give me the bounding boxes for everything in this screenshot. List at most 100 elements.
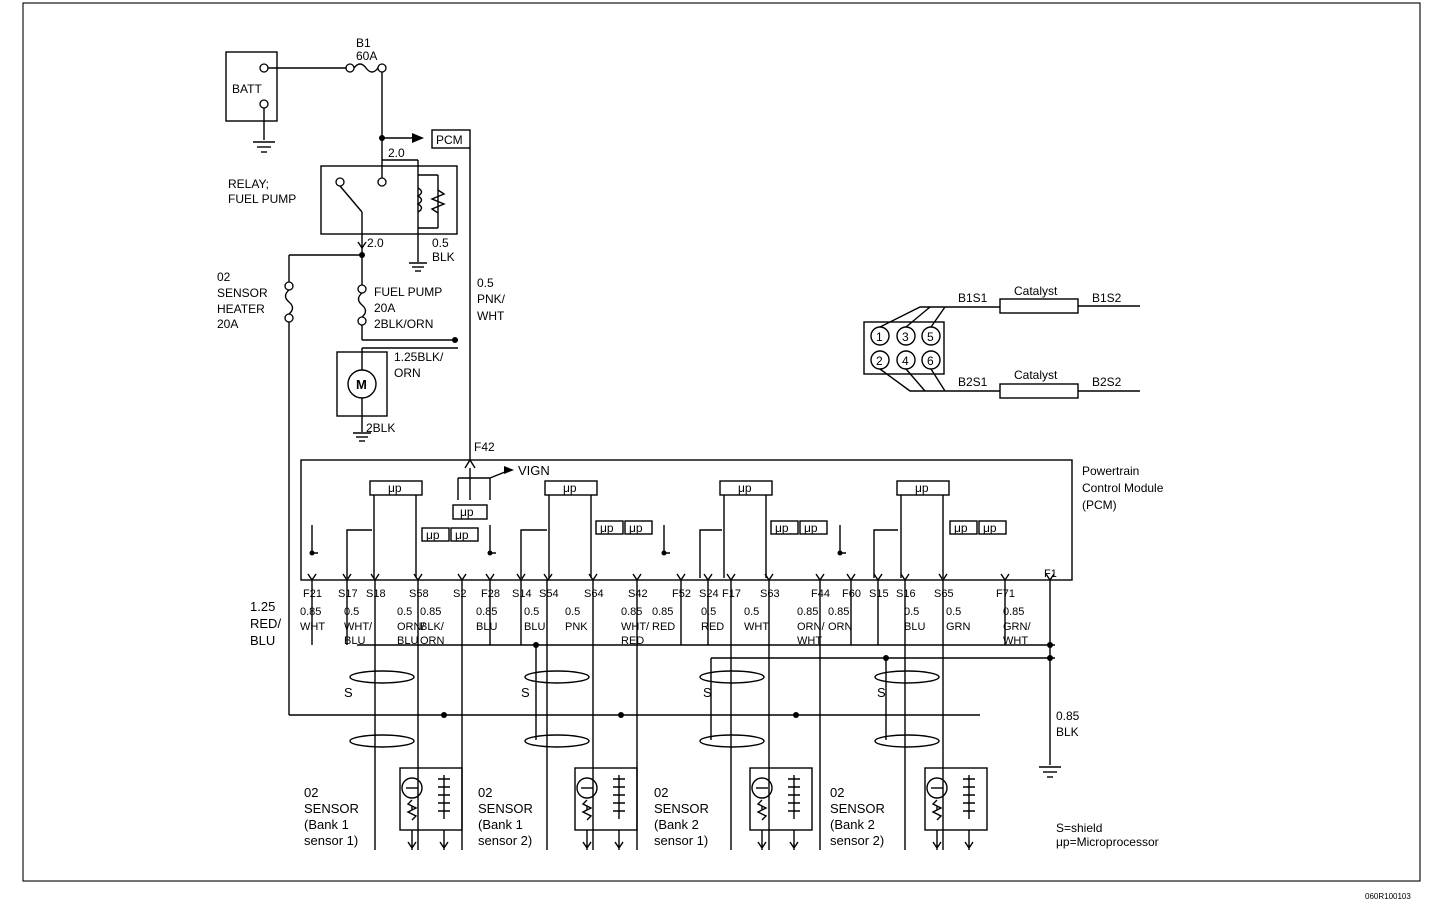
svg-text:6: 6 bbox=[927, 354, 934, 368]
pin-connector bbox=[726, 573, 736, 582]
pin-label: S18 bbox=[366, 588, 386, 600]
microprocessor-label: μp bbox=[388, 481, 402, 495]
wire-color: ORN/ bbox=[797, 621, 825, 633]
svg-text:2BLK/ORN: 2BLK/ORN bbox=[374, 317, 433, 331]
pin-s16: S16 bbox=[896, 573, 916, 600]
svg-text:2: 2 bbox=[876, 354, 883, 368]
wire-color: WHT/ bbox=[621, 621, 650, 633]
pin-connector bbox=[873, 573, 883, 582]
microprocessor-label: μp bbox=[455, 528, 469, 542]
shield-ellipse bbox=[699, 734, 765, 748]
microprocessor-box bbox=[450, 527, 479, 542]
pcm-processor-block: μp bbox=[369, 480, 423, 578]
svg-text:02: 02 bbox=[217, 270, 231, 284]
pcm-ground-stub bbox=[311, 525, 318, 554]
ground-wire-label: 0.85 BLK bbox=[1056, 709, 1080, 739]
wire-color: GRN/ bbox=[1003, 621, 1031, 633]
pin-connector bbox=[1045, 573, 1055, 582]
pin-connector bbox=[543, 573, 553, 582]
pin-s2: S2 bbox=[453, 573, 467, 600]
svg-text:Control Module: Control Module bbox=[1082, 481, 1164, 495]
pcm-processor-block: μp bbox=[544, 480, 598, 578]
relay-in-wire-label: 2.0 bbox=[388, 146, 405, 160]
pin-f1: F1 bbox=[1044, 568, 1057, 582]
pcm-input-loop bbox=[520, 529, 547, 578]
catalyst-bank-1: B1S1 Catalyst B1S2 bbox=[958, 284, 1140, 314]
svg-text:0.5: 0.5 bbox=[477, 276, 494, 290]
microprocessor-label: μp bbox=[629, 521, 643, 535]
svg-text:Catalyst: Catalyst bbox=[1014, 284, 1058, 298]
wire-size: 0.5 bbox=[397, 606, 412, 618]
svg-text:PNK/: PNK/ bbox=[477, 292, 506, 306]
svg-text:FUEL PUMP: FUEL PUMP bbox=[228, 192, 296, 206]
svg-text:S=shield: S=shield bbox=[1056, 821, 1102, 835]
pcm-ground-stub bbox=[663, 525, 670, 554]
wire-size: 0.5 bbox=[946, 606, 961, 618]
wire-color: ORN/ bbox=[397, 621, 425, 633]
wire-color: RED bbox=[621, 635, 644, 647]
pin-s64: S64 bbox=[584, 573, 604, 600]
svg-text:VIGN: VIGN bbox=[518, 463, 550, 478]
pin-s17: S17 bbox=[338, 573, 358, 600]
sensor-label-line: sensor 1) bbox=[654, 833, 708, 848]
pin-label: S16 bbox=[896, 588, 916, 600]
sensor-pin bbox=[582, 830, 592, 850]
pin-s63: S63 bbox=[760, 573, 780, 600]
heater-common-label: 1.25 RED/ BLU bbox=[250, 599, 281, 648]
pin-label: S54 bbox=[539, 588, 559, 600]
sensor-label-line: SENSOR bbox=[830, 801, 885, 816]
microprocessor-label: μp bbox=[983, 521, 997, 535]
pcm-driver-block: μp bbox=[595, 520, 624, 535]
microprocessor-box bbox=[719, 480, 773, 496]
sensor-label-line: (Bank 1 bbox=[304, 817, 349, 832]
shield-ellipse bbox=[349, 734, 415, 748]
svg-text:BATT: BATT bbox=[232, 82, 262, 96]
vign-circuit: VIGN μp bbox=[452, 458, 550, 520]
pin-connector bbox=[307, 573, 317, 582]
sensor-label-line: sensor 1) bbox=[304, 833, 358, 848]
svg-text:μp=Microprocessor: μp=Microprocessor bbox=[1056, 835, 1159, 849]
sensor-label-line: (Bank 2 bbox=[654, 817, 699, 832]
wire-size: 0.85 bbox=[300, 606, 321, 618]
sensor-heater bbox=[788, 775, 800, 819]
sensor-element bbox=[926, 777, 948, 799]
pcm-junction bbox=[837, 550, 843, 556]
wire-size: 0.5 bbox=[565, 606, 580, 618]
pin-connector bbox=[764, 573, 774, 582]
wire-size: 0.5 bbox=[904, 606, 919, 618]
legend: S=shield μp=Microprocessor bbox=[1056, 821, 1159, 849]
sensor-housing bbox=[924, 767, 988, 831]
wire-size: 0.5 bbox=[744, 606, 759, 618]
wire-color: WHT bbox=[797, 635, 822, 647]
svg-text:Catalyst: Catalyst bbox=[1014, 368, 1058, 382]
pin-label: F1 bbox=[1044, 568, 1057, 580]
figure-code: 060R100103 bbox=[1365, 892, 1411, 901]
pin-connector bbox=[676, 573, 686, 582]
sensor-label-line: 02 bbox=[654, 785, 668, 800]
wire-color: BLU bbox=[397, 635, 418, 647]
microprocessor-box bbox=[544, 480, 598, 496]
sensor-label-line: 02 bbox=[830, 785, 844, 800]
pin-connector bbox=[703, 573, 713, 582]
svg-text:PCM: PCM bbox=[436, 133, 463, 147]
wire-color: GRN bbox=[946, 621, 971, 633]
svg-text:1: 1 bbox=[876, 330, 883, 344]
sensor-pin bbox=[789, 830, 799, 850]
shield-label: S bbox=[344, 685, 353, 700]
wire-color: BLK/ bbox=[420, 621, 445, 633]
svg-text:B1: B1 bbox=[356, 36, 371, 50]
pin-connector bbox=[900, 573, 910, 582]
sensor-label-line: (Bank 2 bbox=[830, 817, 875, 832]
